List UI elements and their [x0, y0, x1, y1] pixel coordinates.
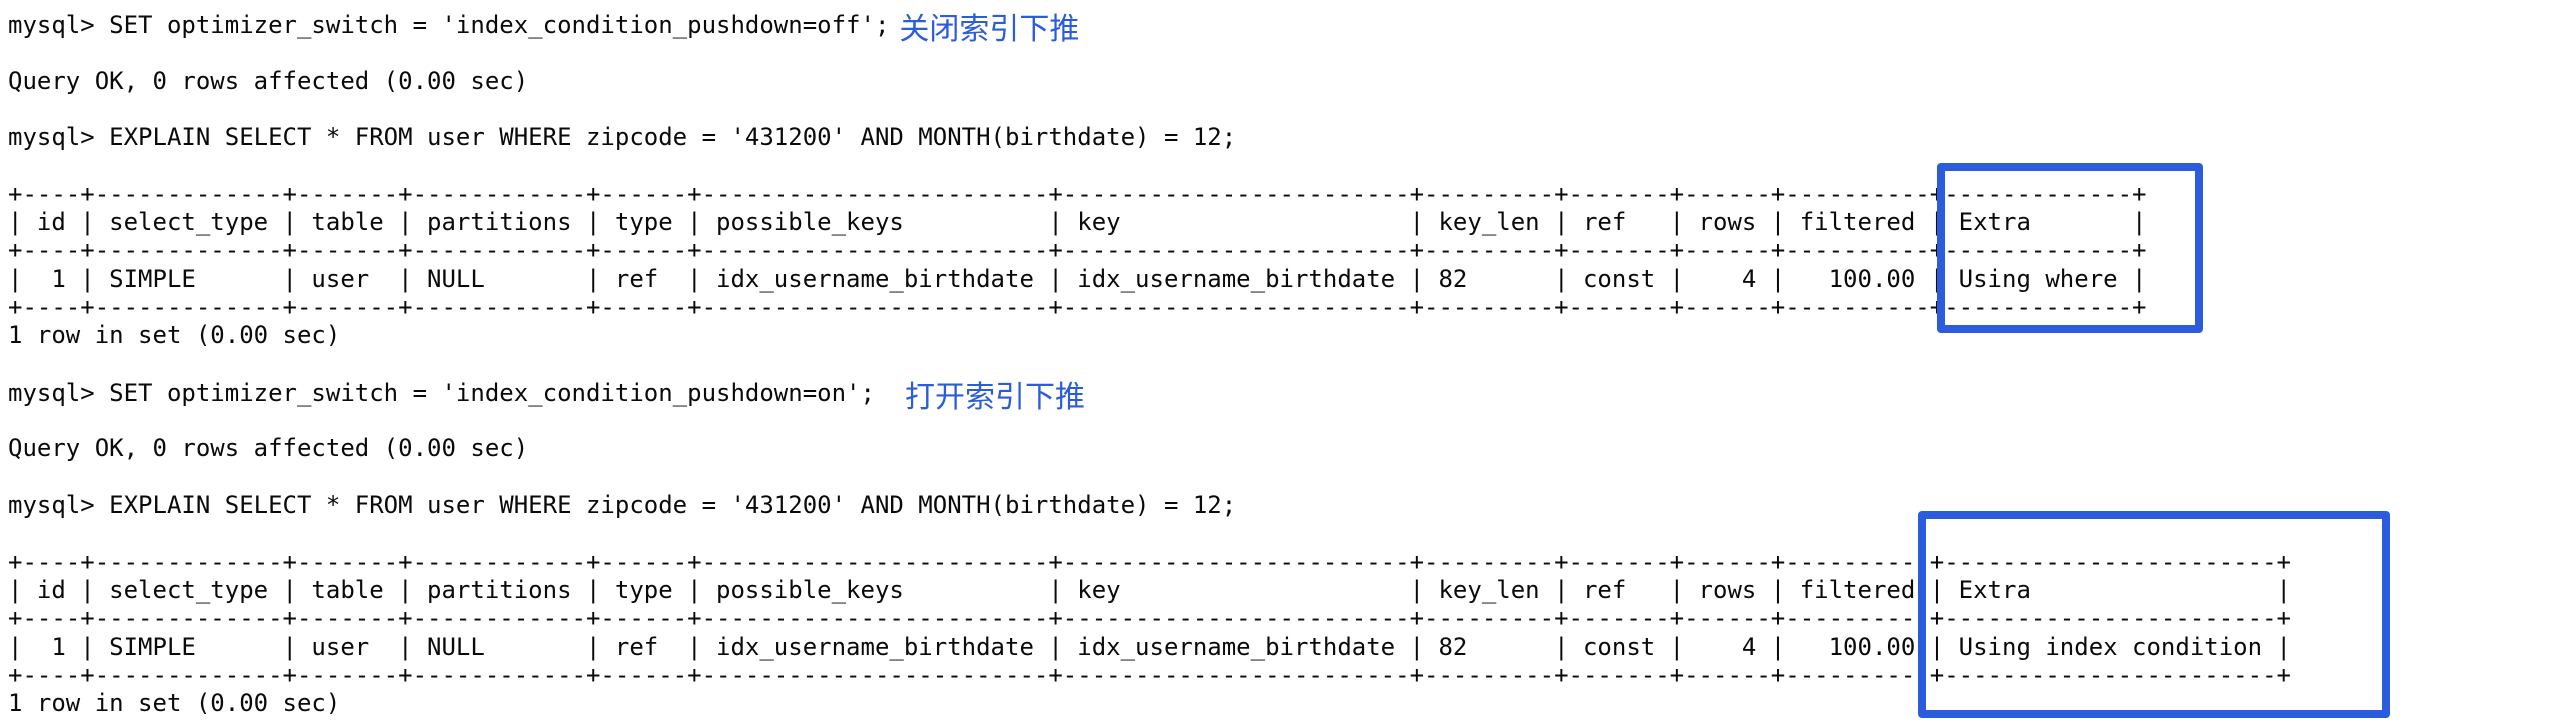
command-line-explain: mysql> EXPLAIN SELECT * FROM user WHERE … [8, 123, 2291, 151]
command-line-explain: mysql> EXPLAIN SELECT * FROM user WHERE … [8, 491, 2291, 519]
blank-line [8, 406, 2291, 434]
blank-line [8, 519, 2291, 547]
table-border: +----+-------------+-------+------------… [8, 236, 2147, 265]
blank-line [8, 151, 2291, 179]
table-border: +----+-------------+-------+------------… [8, 179, 2147, 208]
result-status-line: 1 row in set (0.00 sec) [8, 689, 341, 718]
table-border: +----+-------------+-------+------------… [8, 604, 2291, 633]
table-row: | 1 | SIMPLE | user | NULL | ref | idx_u… [8, 264, 2147, 293]
query-ok-line: Query OK, 0 rows affected (0.00 sec) [8, 67, 2291, 95]
command-text: mysql> EXPLAIN SELECT * FROM user WHERE … [8, 123, 1237, 152]
result-status-line: 1 row in set (0.00 sec) [8, 321, 341, 350]
command-text: mysql> SET optimizer_switch = 'index_con… [8, 378, 875, 407]
annotation-icp-off: 关闭索引下推 [899, 12, 1080, 47]
table-border: +----+-------------+-------+------------… [8, 292, 2147, 321]
table-header-row: | id | select_type | table | partitions … [8, 208, 2147, 237]
query-ok-line: Query OK, 0 rows affected (0.00 sec) [8, 434, 2291, 462]
table-row: | 1 | SIMPLE | user | NULL | ref | idx_u… [8, 632, 2291, 661]
blank-line [8, 95, 2291, 123]
blank-line [8, 350, 2291, 378]
blank-line [8, 463, 2291, 491]
table-border: +----+-------------+-------+------------… [8, 660, 2291, 689]
table-border: +----+-------------+-------+------------… [8, 547, 2291, 576]
command-line-set-on: mysql> SET optimizer_switch = 'index_con… [8, 378, 2291, 413]
command-text: mysql> EXPLAIN SELECT * FROM user WHERE … [8, 491, 1237, 520]
table-header-row: | id | select_type | table | partitions … [8, 575, 2291, 604]
query-ok-text: Query OK, 0 rows affected (0.00 sec) [8, 66, 529, 95]
command-line-set-off: mysql> SET optimizer_switch = 'index_con… [8, 10, 2291, 45]
command-text: mysql> SET optimizer_switch = 'index_con… [8, 11, 890, 39]
blank-line [8, 38, 2291, 66]
terminal-output: mysql> SET optimizer_switch = 'index_con… [8, 10, 2291, 717]
annotation-icp-on: 打开索引下推 [904, 379, 1085, 415]
query-ok-text: Query OK, 0 rows affected (0.00 sec) [8, 434, 529, 463]
